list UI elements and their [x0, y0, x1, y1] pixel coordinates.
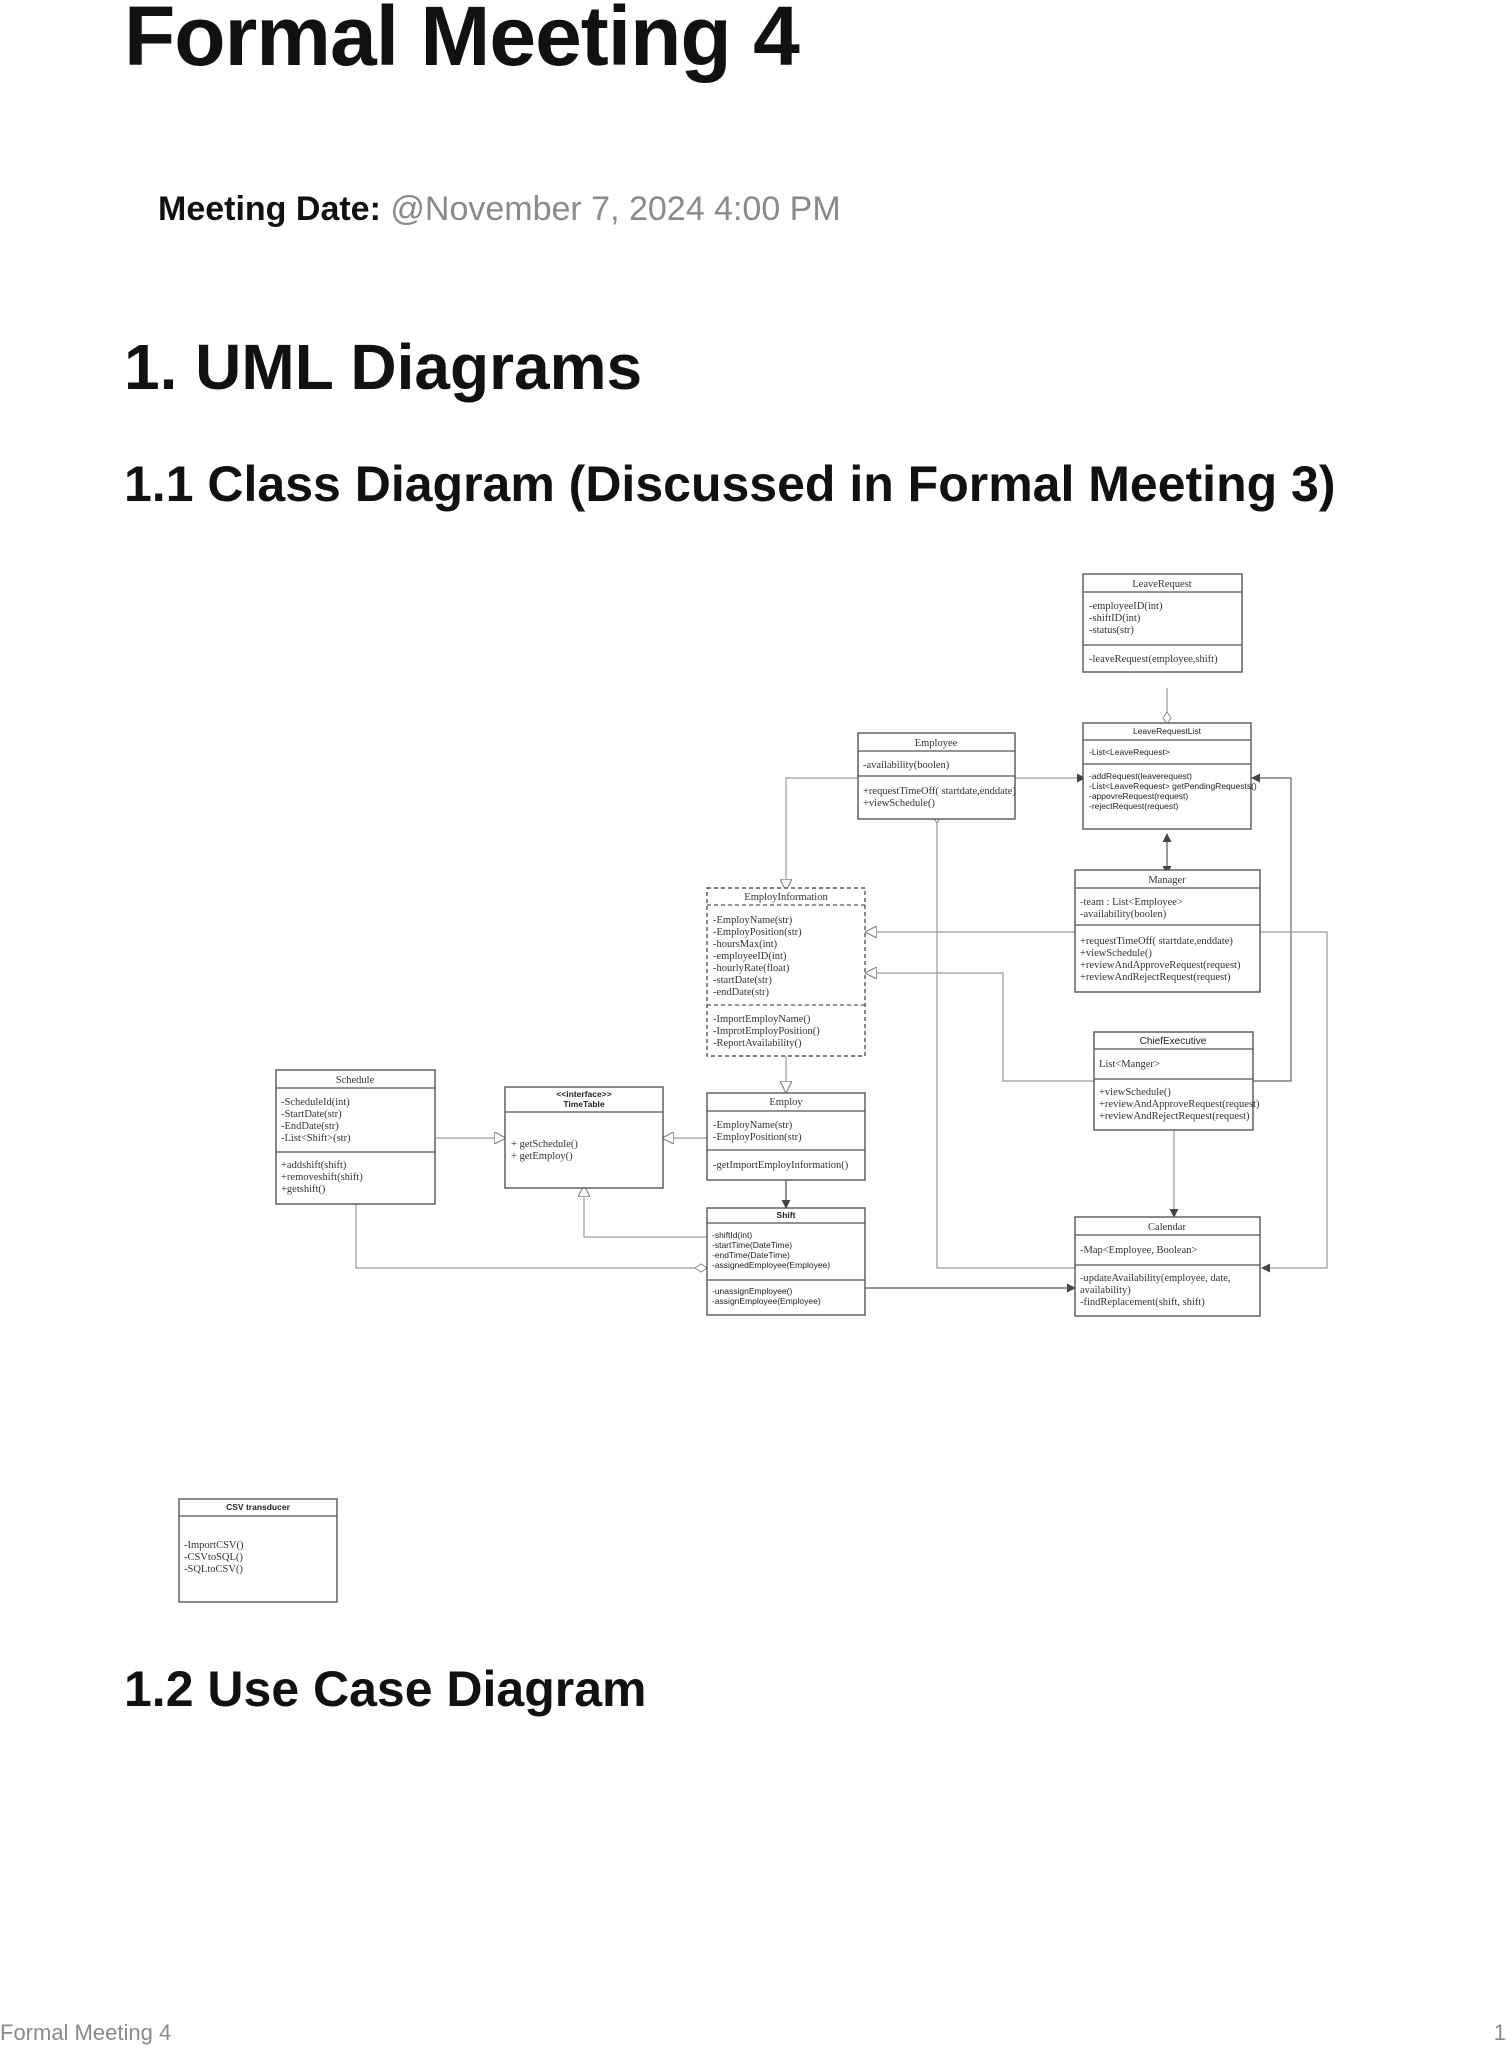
class-operation: availability)	[1080, 1285, 1131, 1296]
class-name: Calendar	[1148, 1222, 1186, 1233]
class-operation: -assignEmployee(Employee)	[712, 1296, 821, 1306]
class-attribute: -List<LeaveRequest>	[1089, 747, 1170, 757]
class-attribute: -startTime(DateTime)	[712, 1240, 792, 1250]
class-operation: -rejectRequest(request)	[1089, 801, 1178, 811]
class-leave-request-list[interactable]: LeaveRequestList -List<LeaveRequest> -ad…	[1082, 722, 1257, 830]
class-operation: + getEmploy()	[511, 1151, 573, 1162]
class-operation: +getshift()	[281, 1184, 326, 1195]
class-operation: +requestTimeOff( startdate,enddate)	[863, 786, 1016, 797]
class-attribute: -shiftID(int)	[1089, 613, 1141, 624]
class-operation: -ReportAvailability()	[713, 1038, 802, 1049]
class-shift[interactable]: Shift -shiftId(int) -startTime(DateTime)…	[706, 1207, 866, 1316]
section-heading-use-case: 1.2 Use Case Diagram	[124, 1661, 647, 1717]
interface-timetable[interactable]: <<interface>> TimeTable + getSchedule() …	[504, 1086, 664, 1189]
class-attribute: -status(str)	[1089, 625, 1134, 636]
class-leave-request[interactable]: LeaveRequest -employeeID(int) -shiftID(i…	[1082, 573, 1243, 673]
class-operation: -unassignEmployee()	[712, 1286, 792, 1296]
footer-page-number: 1	[1493, 2020, 1506, 2045]
class-name: LeaveRequestList	[1133, 726, 1202, 736]
class-operation: +viewSchedule()	[863, 798, 935, 809]
class-attribute: -hoursMax(int)	[713, 939, 778, 950]
class-attribute: -ScheduleId(int)	[281, 1097, 350, 1108]
class-schedule[interactable]: Schedule -ScheduleId(int) -StartDate(str…	[275, 1069, 436, 1205]
class-operation: +reviewAndRejectRequest(request)	[1080, 972, 1231, 983]
class-name: Shift	[777, 1210, 796, 1220]
class-operation: +reviewAndApproveRequest(request)	[1099, 1099, 1260, 1110]
page-title: Formal Meeting 4	[124, 0, 800, 83]
class-operation: -appovreRequest(request)	[1089, 791, 1188, 801]
class-operation: -ImprotEmployPosition()	[713, 1026, 820, 1037]
class-attribute: -EmployName(str)	[713, 1120, 793, 1131]
class-manager[interactable]: Manager -team : List<Employee> -availabi…	[1074, 869, 1261, 993]
class-calendar[interactable]: Calendar -Map<Employee, Boolean> -update…	[1074, 1216, 1261, 1317]
class-attribute: -EndDate(str)	[281, 1121, 339, 1132]
class-name: Employee	[915, 738, 958, 749]
class-operation: -updateAvailability(employee, date,	[1080, 1273, 1231, 1284]
class-attribute: -List<Shift>(str)	[281, 1133, 351, 1144]
class-name: CSV transducer	[226, 1502, 290, 1512]
meeting-date-property: Meeting Date: @November 7, 2024 4:00 PM	[158, 190, 841, 229]
section-heading-uml: 1. UML Diagrams	[124, 331, 643, 403]
class-attribute: -EmployName(str)	[713, 915, 793, 926]
class-attribute: -hourlyRate(float)	[713, 963, 790, 974]
class-operation: -ImportEmployName()	[713, 1014, 811, 1025]
class-attribute: -endDate(str)	[713, 987, 769, 998]
class-attribute: -assignedEmployee(Employee)	[712, 1260, 830, 1270]
class-attribute: -availability(boolen)	[1080, 909, 1167, 920]
class-operation: -getImportEmployInformation()	[713, 1160, 849, 1171]
footer-document-title: Formal Meeting 4	[0, 2020, 172, 2045]
class-csv-transducer[interactable]: CSV transducer -ImportCSV() -CSVtoSQL() …	[178, 1498, 338, 1603]
diagram-connectors	[355, 688, 1328, 1293]
class-attribute: -EmployPosition(str)	[713, 1132, 802, 1143]
class-operation: + getSchedule()	[511, 1139, 578, 1150]
class-operation: -ImportCSV()	[184, 1540, 244, 1551]
section-heading-class-diagram: 1.1 Class Diagram (Discussed in Formal M…	[124, 456, 1336, 512]
class-operation: +reviewAndRejectRequest(request)	[1099, 1111, 1250, 1122]
class-name: Employ	[769, 1097, 803, 1108]
class-name: Schedule	[336, 1075, 375, 1086]
class-operation: -findReplacement(shift, shift)	[1080, 1297, 1205, 1308]
class-operation: -addRequest(leaverequest)	[1089, 771, 1192, 781]
class-employ[interactable]: Employ -EmployName(str) -EmployPosition(…	[706, 1092, 866, 1181]
meeting-date-label: Meeting Date:	[158, 190, 381, 228]
class-operation: +viewSchedule()	[1080, 948, 1152, 959]
class-attribute: List<Manger>	[1099, 1059, 1160, 1070]
class-name: Manager	[1148, 875, 1186, 886]
class-attribute: -EmployPosition(str)	[713, 927, 802, 938]
class-name: TimeTable	[563, 1099, 605, 1109]
class-operation: -CSVtoSQL()	[184, 1552, 243, 1563]
class-attribute: -shiftId(int)	[712, 1230, 752, 1240]
class-employee[interactable]: Employee -availability(boolen) +requestT…	[857, 732, 1016, 820]
class-attribute: -availability(boolen)	[863, 760, 950, 771]
class-employ-information[interactable]: EmployInformation -EmployName(str) -Empl…	[706, 887, 866, 1057]
class-operation: +requestTimeOff( startdate,enddate)	[1080, 936, 1233, 947]
class-operation: +removeshift(shift)	[281, 1172, 363, 1183]
interface-stereotype: <<interface>>	[556, 1089, 611, 1099]
class-operation: -SQLtoCSV()	[184, 1564, 243, 1575]
class-operation: +viewSchedule()	[1099, 1087, 1171, 1098]
class-attribute: -startDate(str)	[713, 975, 772, 986]
class-attribute: -StartDate(str)	[281, 1109, 342, 1120]
class-operation: -leaveRequest(employee,shift)	[1089, 654, 1218, 665]
class-attribute: -Map<Employee, Boolean>	[1080, 1245, 1197, 1256]
class-name: ChiefExecutive	[1140, 1036, 1207, 1047]
class-chief-executive[interactable]: ChiefExecutive List<Manger> +viewSchedul…	[1093, 1031, 1260, 1131]
class-name: EmployInformation	[744, 892, 828, 903]
class-name: LeaveRequest	[1132, 579, 1192, 590]
class-attribute: -employeeID(int)	[713, 951, 787, 962]
class-attribute: -endTime(DateTime)	[712, 1250, 790, 1260]
meeting-date-value[interactable]: @November 7, 2024 4:00 PM	[390, 190, 841, 228]
class-attribute: -team : List<Employee>	[1080, 897, 1183, 908]
class-attribute: -employeeID(int)	[1089, 601, 1163, 612]
class-operation: +reviewAndApproveRequest(request)	[1080, 960, 1241, 971]
class-operation: -List<LeaveRequest> getPendingRequests()	[1089, 781, 1257, 791]
class-operation: +addshift(shift)	[281, 1160, 347, 1171]
